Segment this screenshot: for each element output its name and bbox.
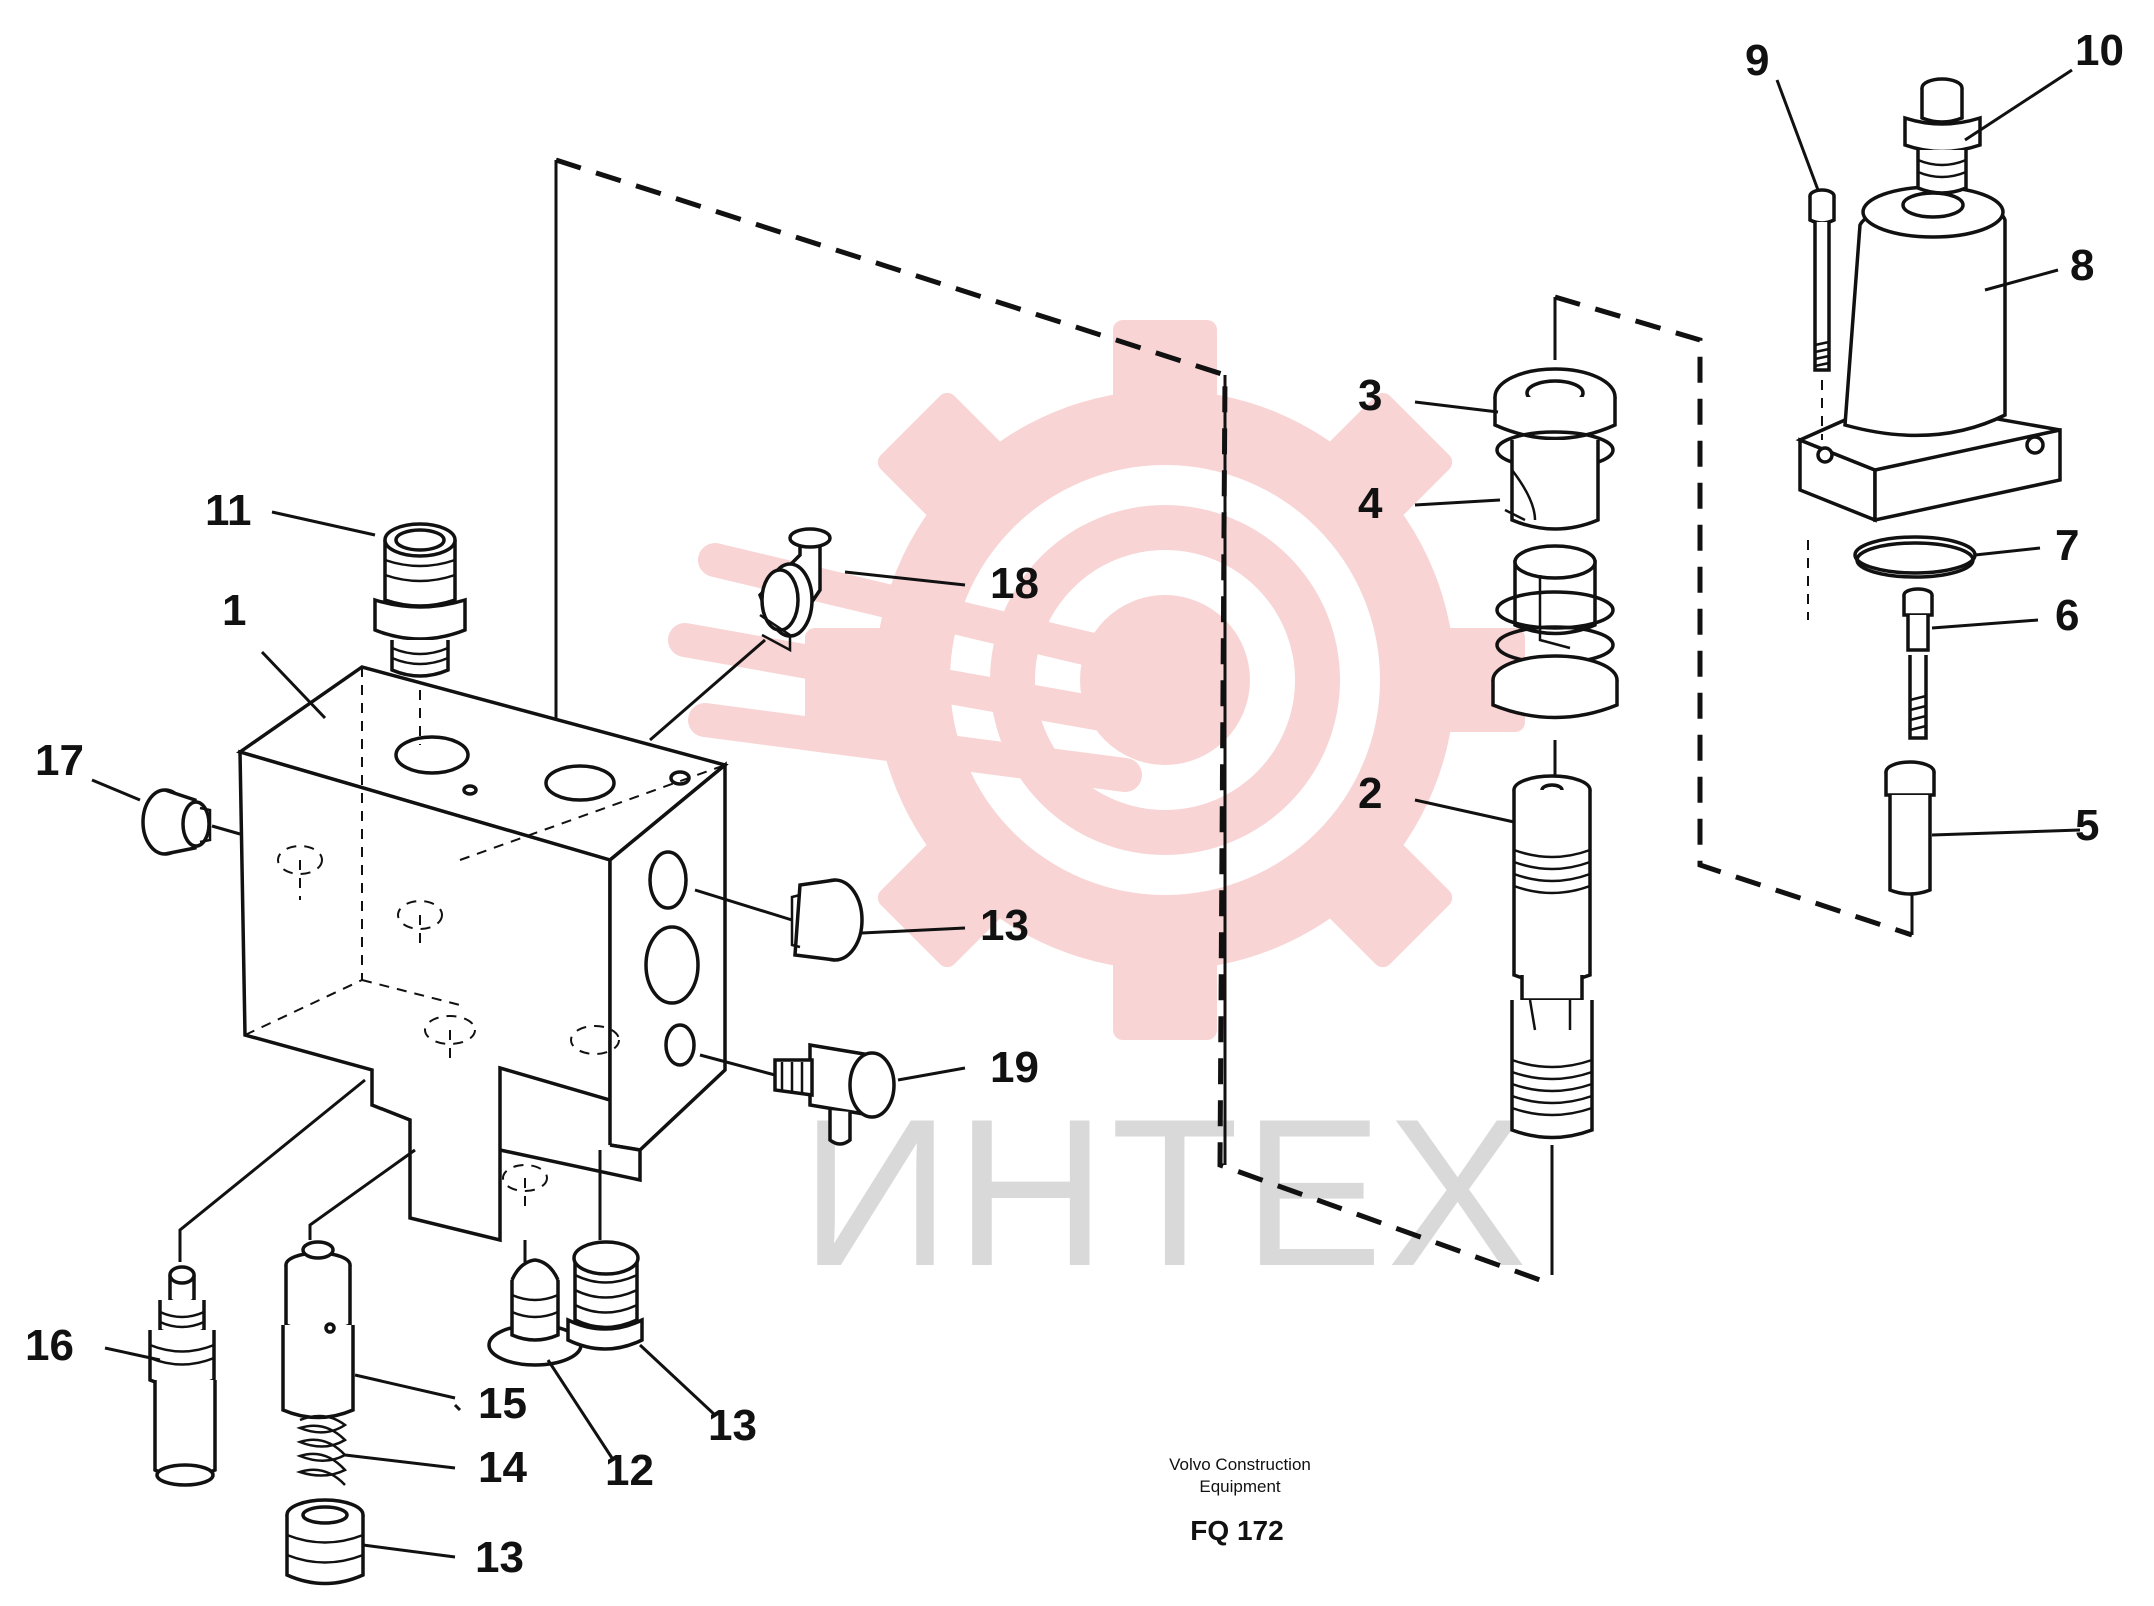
plug-13-lower xyxy=(285,1498,365,1586)
plug-13-bottom xyxy=(566,1150,644,1351)
plug-13-side xyxy=(694,878,864,962)
label-12: 12 xyxy=(605,1446,654,1495)
label-13-lower: 13 xyxy=(475,1533,524,1582)
label-14: 14 xyxy=(478,1443,527,1492)
label-7: 7 xyxy=(2055,521,2079,570)
label-13-side: 13 xyxy=(980,901,1029,950)
watermark-text: ИНТЕХ xyxy=(800,1075,1531,1310)
check-valve-16 xyxy=(148,1078,366,1487)
label-13-bottom: 13 xyxy=(708,1401,757,1450)
label-2: 2 xyxy=(1358,769,1382,818)
bolt-9 xyxy=(1807,188,1836,620)
label-16: 16 xyxy=(25,1321,74,1370)
spool-2 xyxy=(1510,774,1594,1275)
drawing-code: FQ 172 xyxy=(1190,1515,1283,1546)
spool-15 xyxy=(281,1148,416,1420)
plug-12 xyxy=(487,1240,583,1367)
cartridge-3 xyxy=(1493,367,1617,531)
label-6: 6 xyxy=(2055,591,2079,640)
label-17: 17 xyxy=(35,736,84,785)
label-8: 8 xyxy=(2070,241,2094,290)
sleeve-5 xyxy=(1884,760,1936,896)
cover-8 xyxy=(1795,185,2062,523)
spring-14 xyxy=(295,1414,348,1486)
label-19: 19 xyxy=(990,1043,1039,1092)
angle-fitting-19 xyxy=(699,1042,896,1146)
label-11: 11 xyxy=(205,486,252,535)
label-9: 9 xyxy=(1745,36,1769,85)
port-fitting-11 xyxy=(373,522,467,745)
spring-4 xyxy=(1491,544,1619,775)
plug-17 xyxy=(141,788,241,856)
label-15: 15 xyxy=(478,1379,527,1428)
label-3: 3 xyxy=(1358,371,1382,420)
o-ring-7 xyxy=(1853,535,1977,579)
label-18: 18 xyxy=(990,559,1039,608)
pin-6 xyxy=(1902,587,1934,740)
caption-line-2: Equipment xyxy=(1199,1477,1281,1496)
adapter-10 xyxy=(1903,77,1982,195)
label-5: 5 xyxy=(2075,801,2099,850)
label-4: 4 xyxy=(1358,479,1383,528)
caption-line-1: Volvo Construction xyxy=(1169,1455,1311,1474)
leader-lines xyxy=(91,68,2081,1559)
elbow-fitting-18 xyxy=(649,527,832,742)
watermark: ИНТЕХ xyxy=(668,320,1531,1310)
watermark-gear-icon xyxy=(668,320,1525,1040)
part-labels: 1 11 17 18 13 19 16 15 14 13 12 13 3 4 2… xyxy=(25,26,2124,1582)
caption: Volvo Construction Equipment FQ 172 xyxy=(1169,1455,1311,1546)
label-10: 10 xyxy=(2075,26,2124,75)
valve-block xyxy=(235,665,729,1243)
label-1: 1 xyxy=(222,586,246,635)
assembly-frame-dashed xyxy=(555,157,1541,1283)
